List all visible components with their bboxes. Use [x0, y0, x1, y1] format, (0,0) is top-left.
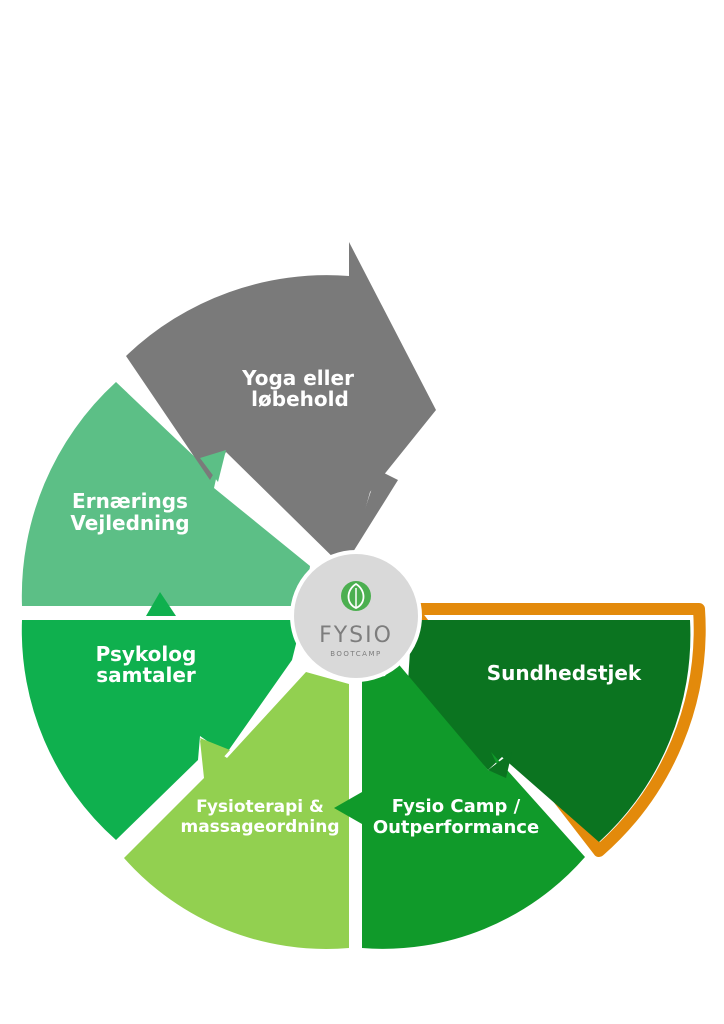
label-psykolog-line1: Psykolog — [96, 642, 197, 666]
arrow-ernaering-to-yoga — [200, 450, 226, 482]
arrow-yoga-tip — [348, 470, 398, 560]
segment-ernaering — [21, 382, 311, 606]
arrow-sundhedstjek-to-fysiocamp — [488, 752, 512, 778]
label-psykolog-line2: samtaler — [96, 663, 196, 687]
label-fysiocamp-line1: Fysio Camp / — [392, 796, 521, 817]
label-yoga: Yoga eller løbehold — [241, 366, 354, 411]
segment-psykolog — [21, 620, 303, 840]
label-sundhedstjek-line1: Sundhedstjek — [487, 661, 642, 685]
arrow-fysiocamp-to-fysioterapi — [334, 792, 362, 824]
label-psykolog: Psykolog samtaler — [96, 642, 197, 687]
label-ernaering-line1: Ernærings — [72, 489, 188, 513]
label-fysioterapi-line2: massageordning — [180, 817, 339, 837]
sundhedstjek-outline — [406, 603, 706, 857]
logo-circle — [290, 550, 422, 682]
label-fysioterapi-line1: Fysioterapi & — [196, 797, 324, 817]
label-fysiocamp: Fysio Camp / Outperformance — [373, 796, 539, 838]
logo-name: FYSIO — [319, 623, 393, 648]
label-fysiocamp-line2: Outperformance — [373, 817, 539, 838]
label-sundhedstjek: Sundhedstjek — [487, 661, 642, 685]
arrow-psykolog-to-ernaering — [146, 592, 176, 616]
logo-tagline: BOOTCAMP — [330, 650, 382, 658]
label-ernaering: Ernærings Vejledning — [70, 489, 189, 535]
segment-yoga — [126, 242, 436, 572]
segment-sundhedstjek — [408, 620, 691, 842]
label-yoga-line2: løbehold — [251, 387, 349, 411]
segment-fysio-camp — [362, 660, 585, 949]
arrow-fysioterapi-to-psykolog — [200, 738, 230, 770]
label-fysioterapi: Fysioterapi & massageordning — [180, 797, 339, 837]
leaf-icon — [341, 581, 371, 611]
segment-fysioterapi — [124, 672, 349, 949]
label-yoga-line1: Yoga eller — [241, 366, 354, 390]
label-ernaering-line2: Vejledning — [70, 511, 189, 535]
